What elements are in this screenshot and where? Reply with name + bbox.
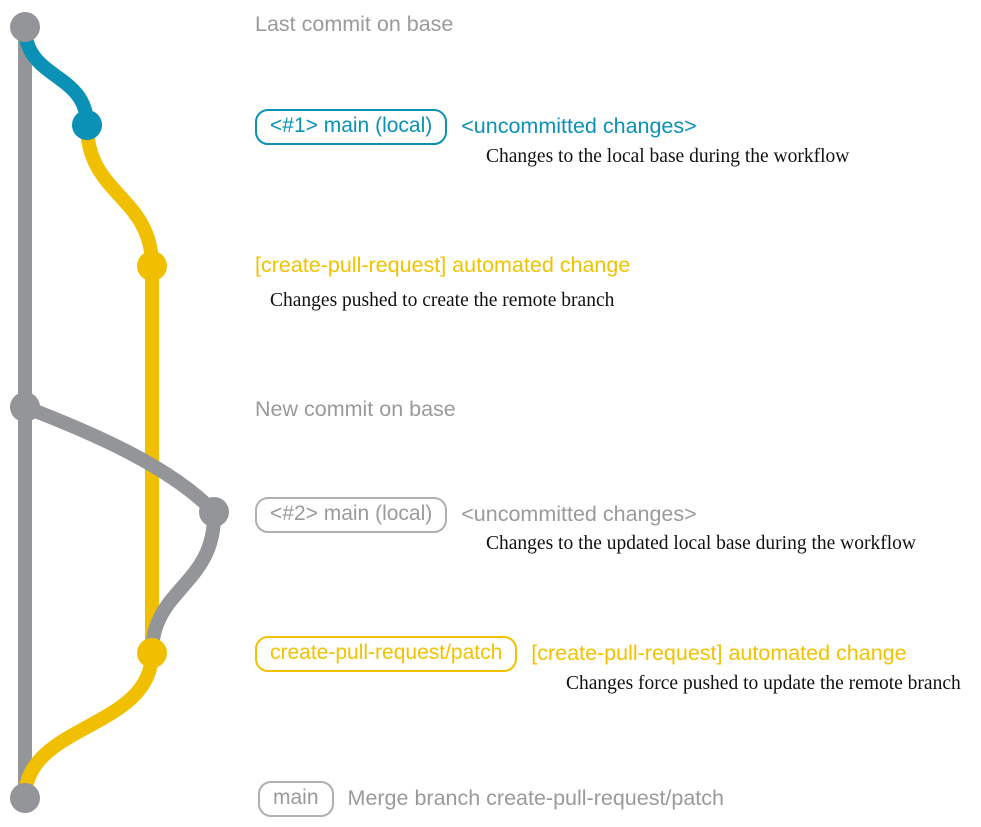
node-patch-commit-1 [137, 251, 167, 281]
node-base-commit-last [10, 12, 40, 42]
updated-local-branch-line [18, 400, 221, 519]
row-uncommitted-changes-1: <#1> main (local) <uncommitted changes> [255, 109, 697, 145]
headline-automated-change-2: [create-pull-request] automated change [531, 640, 907, 665]
node-base-commit-new [10, 392, 40, 422]
row-merge-branch: main Merge branch create-pull-request/pa… [258, 781, 724, 817]
node-local-commit-2 [199, 497, 229, 527]
subtext-automated-change-2: Changes force pushed to update the remot… [566, 673, 961, 694]
headline-last-commit-on-base: Last commit on base [255, 12, 454, 36]
row-automated-change-2: create-pull-request/patch [create-pull-r… [255, 636, 907, 672]
patch-merge-line [18, 646, 159, 805]
row-last-commit-on-base: Last commit on base [255, 12, 454, 37]
headline-merge-branch: Merge branch create-pull-request/patch [347, 785, 724, 810]
branch-pill-create-pull-request-patch[interactable]: create-pull-request/patch [255, 636, 518, 672]
node-local-commit-1 [72, 110, 102, 140]
subtext-uncommitted-changes-2: Changes to the updated local base during… [486, 533, 916, 554]
node-merge-commit [10, 783, 40, 813]
headline-uncommitted-changes-1: <uncommitted changes> [461, 113, 697, 138]
row-automated-change-1: [create-pull-request] automated change [255, 253, 631, 278]
branch-pill-main-local-1[interactable]: <#1> main (local) [255, 109, 448, 145]
branch-pill-main[interactable]: main [258, 781, 334, 817]
node-patch-commit-2 [137, 638, 167, 668]
row-uncommitted-changes-2: <#2> main (local) <uncommitted changes> [255, 497, 697, 533]
row-new-commit-on-base: New commit on base [255, 397, 456, 422]
subtext-automated-change-1: Changes pushed to create the remote bran… [270, 290, 615, 311]
local-branch-line-1 [18, 20, 94, 132]
updated-local-to-patch-line [145, 505, 222, 660]
headline-automated-change-1: [create-pull-request] automated change [255, 253, 631, 277]
branch-pill-main-local-2[interactable]: <#2> main (local) [255, 497, 448, 533]
subtext-uncommitted-changes-1: Changes to the local base during the wor… [486, 146, 850, 167]
headline-new-commit-on-base: New commit on base [255, 397, 456, 421]
headline-uncommitted-changes-2: <uncommitted changes> [461, 501, 697, 526]
